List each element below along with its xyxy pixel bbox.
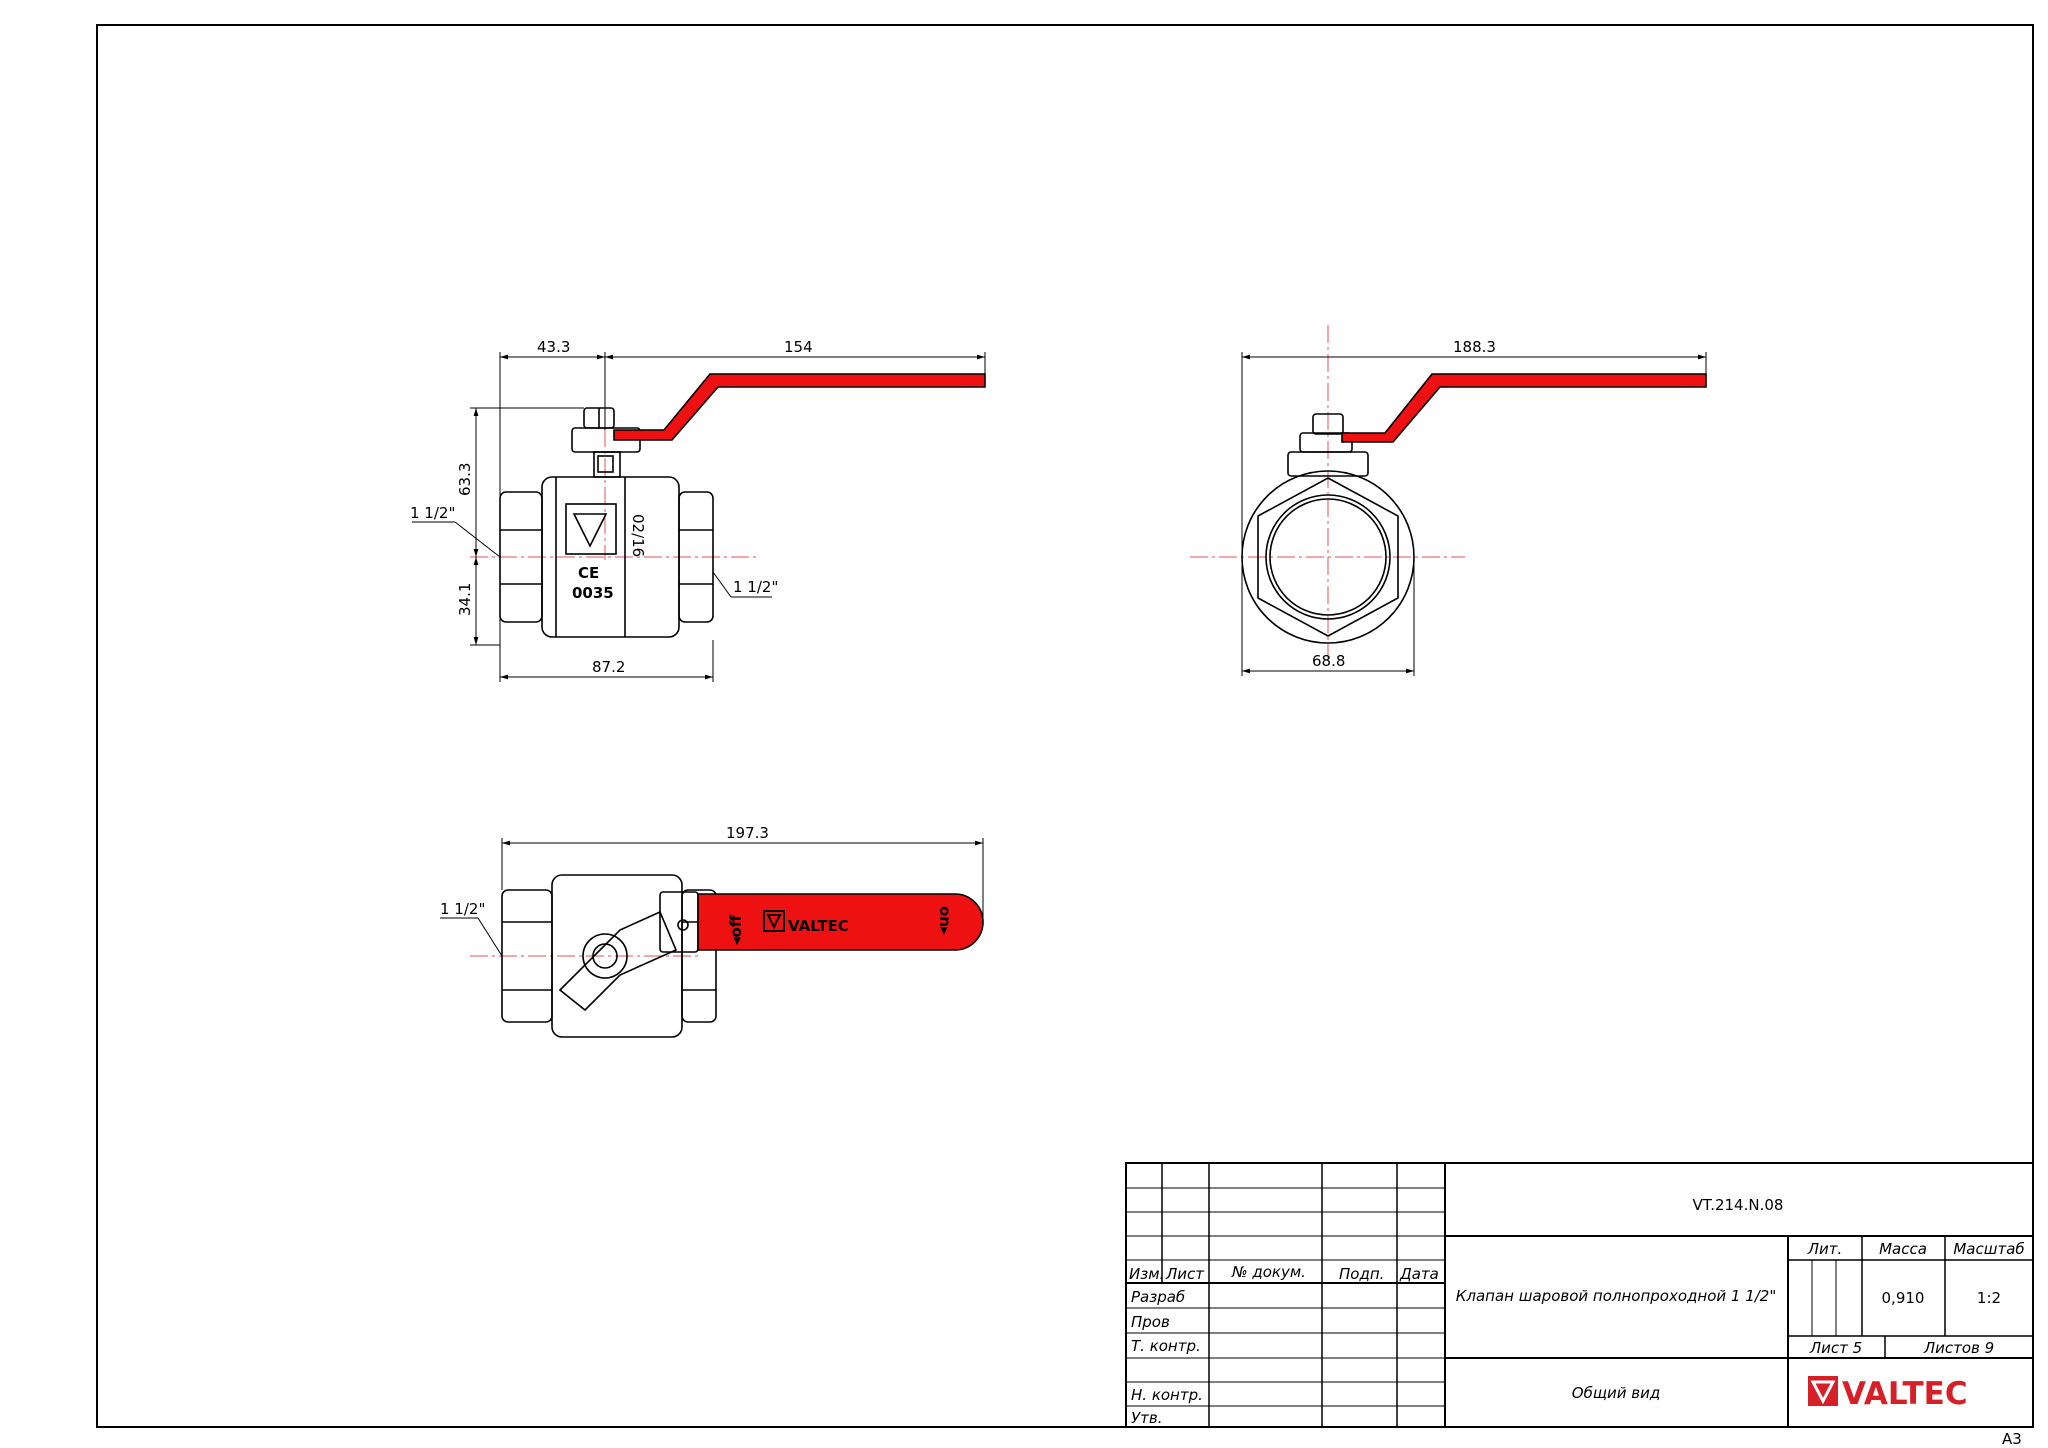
drawing-code: VT.214.N.08 <box>1693 1196 1784 1214</box>
tb-mass-value: 0,910 <box>1882 1289 1925 1307</box>
drawing-view: Общий вид <box>1572 1384 1660 1402</box>
date-code: 02/16 <box>629 514 647 557</box>
top-handle <box>697 893 984 951</box>
dim-197-3: 197.3 <box>726 824 769 842</box>
tb-row-nkontr: Н. контр. <box>1131 1386 1203 1404</box>
dim-43-3: 43.3 <box>537 338 570 356</box>
handle-off-mark: ◂off <box>727 914 745 945</box>
front-view <box>470 400 760 638</box>
tb-row-prov: Пров <box>1131 1313 1170 1331</box>
ce-mark: CE <box>578 564 599 582</box>
tb-row-tkontr: Т. контр. <box>1131 1337 1201 1355</box>
thread-left-label: 1 1/2" <box>410 504 455 522</box>
title-block-grid <box>1125 1162 2034 1428</box>
tb-lit-label: Лит. <box>1807 1240 1843 1258</box>
tb-header-list: Лист <box>1165 1265 1205 1283</box>
valtec-logo: VALTEC <box>1808 1376 1968 1412</box>
format-label: A3 <box>2002 1430 2022 1448</box>
front-handle <box>613 373 986 441</box>
top-dimensions <box>440 838 984 957</box>
sheet-frame <box>96 24 2034 1428</box>
dim-63-3: 63.3 <box>456 463 474 496</box>
handle-brand: VALTEC <box>788 917 849 935</box>
tb-row-utv: Утв. <box>1131 1409 1163 1427</box>
top-view <box>470 874 717 1038</box>
thread-right-label: 1 1/2" <box>733 578 778 596</box>
handle-logo-box <box>763 910 785 932</box>
front-body-marks: CE 0035 02/16 <box>572 514 647 602</box>
dim-188-3: 188.3 <box>1453 338 1496 356</box>
tb-header-data: Дата <box>1399 1265 1439 1283</box>
side-handle <box>1341 373 1707 443</box>
tb-header-doc: № докум. <box>1231 1263 1306 1281</box>
handle-on-mark: on▸ <box>936 906 954 935</box>
tb-row-razrab: Разраб <box>1131 1288 1185 1306</box>
tb-sheet: Лист 5 <box>1809 1339 1862 1357</box>
thread-bottom-label: 1 1/2" <box>440 900 485 918</box>
tb-header-podp: Подп. <box>1339 1265 1384 1283</box>
tb-header-izm: Изм. <box>1129 1265 1164 1283</box>
drawing-title: Клапан шаровой полнопроходной 1 1/2" <box>1456 1287 1777 1305</box>
dim-68-8: 68.8 <box>1312 652 1345 670</box>
dim-34-1: 34.1 <box>456 583 474 616</box>
front-dimensions <box>412 352 986 682</box>
tb-scale-label: Масштаб <box>1953 1240 2024 1258</box>
valtec-logo-text: VALTEC <box>1842 1376 1968 1412</box>
side-view <box>1190 325 1465 660</box>
tb-scale-value: 1:2 <box>1977 1289 2001 1307</box>
dim-87-2: 87.2 <box>592 658 625 676</box>
dim-154: 154 <box>784 338 813 356</box>
tb-sheets: Листов 9 <box>1923 1339 1994 1357</box>
side-dimensions <box>1241 352 1707 676</box>
top-handle-marks: ◂off VALTEC on▸ <box>727 906 954 945</box>
tb-mass-label: Масса <box>1879 1240 1927 1258</box>
cert-number: 0035 <box>572 584 614 602</box>
